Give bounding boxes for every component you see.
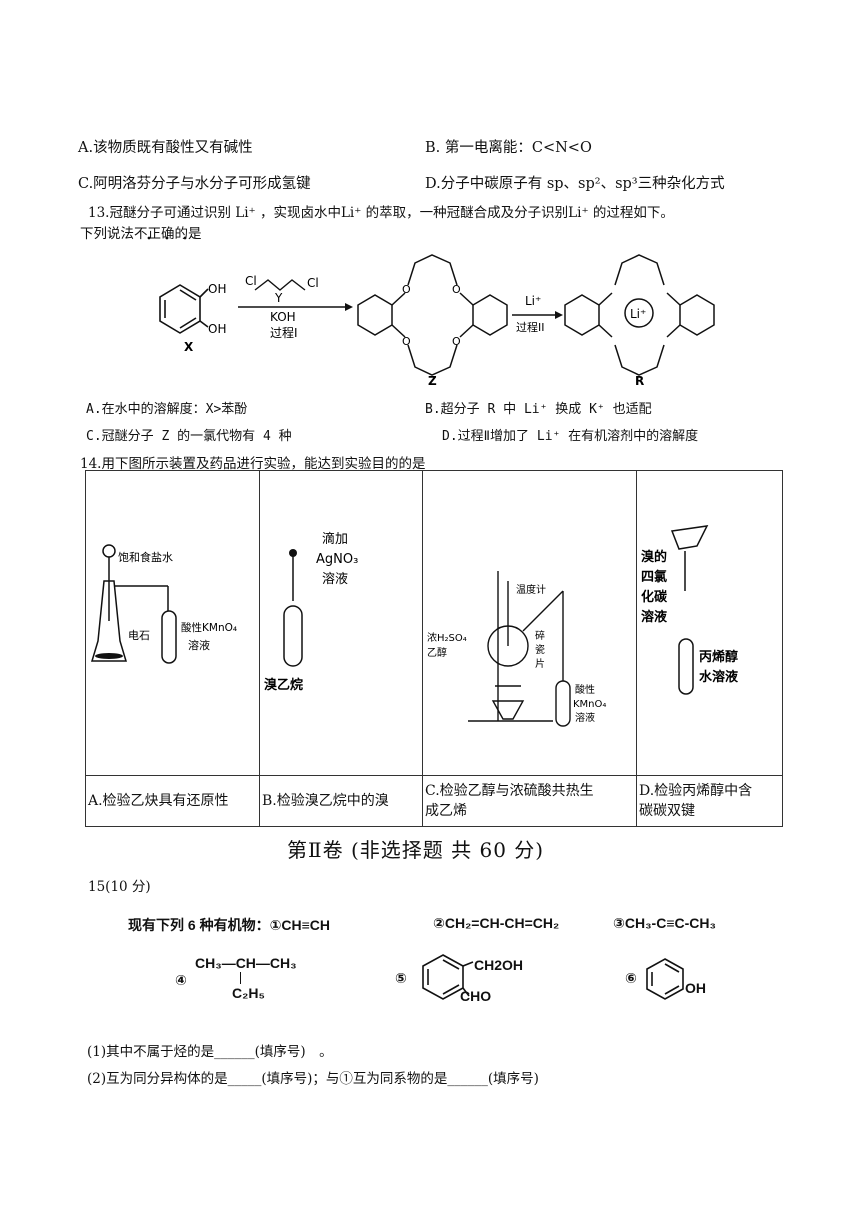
compound-3: ③CH₃-C≡C-CH₃ bbox=[613, 915, 716, 931]
svg-text:溴的: 溴的 bbox=[641, 549, 667, 565]
q13-option-b: B.超分子 R 中 Li⁺ 换成 K⁺ 也适配 bbox=[425, 402, 652, 417]
compound-r-structure bbox=[564, 254, 715, 376]
svg-text:浓H₂SO₄: 浓H₂SO₄ bbox=[427, 632, 467, 644]
caption-b: B.检验溴乙烷中的溴 bbox=[259, 775, 423, 827]
q13-stem-2: 下列说法不正确的是 bbox=[80, 226, 202, 242]
svg-text:Cl: Cl bbox=[307, 276, 319, 290]
apparatus-a: 饱和食盐水 电石 酸性KMnO₄ 溶液 bbox=[85, 470, 260, 776]
svg-text:过程I: 过程I bbox=[270, 325, 298, 340]
apparatus-b: 滴加 AgNO₃ 溶液 溴乙烷 bbox=[259, 470, 423, 776]
compound-z-structure bbox=[357, 254, 508, 376]
svg-text:Z: Z bbox=[428, 374, 437, 388]
q13-option-a: A.在水中的溶解度：X>苯酚 bbox=[86, 402, 248, 417]
svg-text:酸性: 酸性 bbox=[575, 683, 595, 696]
compound-4: CH₃—CH—CH₃ bbox=[195, 955, 297, 971]
compound-x-structure bbox=[159, 284, 209, 334]
compound-5-sub2: CHO bbox=[460, 988, 492, 1004]
compound-6-sub: OH bbox=[685, 980, 706, 996]
svg-text:X: X bbox=[184, 340, 194, 354]
q13-option-d: D.过程Ⅱ增加了 Li⁺ 在有机溶剂中的溶解度 bbox=[442, 429, 699, 444]
svg-text:滴加: 滴加 bbox=[322, 531, 348, 547]
compound-1: 现有下列 6 种有机物：①CH≡CH bbox=[128, 917, 331, 933]
svg-text:AgNO₃: AgNO₃ bbox=[316, 552, 358, 567]
section-title: 第Ⅱ卷 (非选择题 共 60 分) bbox=[287, 838, 545, 862]
svg-text:溶液: 溶液 bbox=[575, 711, 595, 724]
svg-text:温度计: 温度计 bbox=[516, 583, 546, 596]
q12-option-a: A.该物质既有酸性又有碱性 bbox=[78, 140, 253, 156]
benzene-ring-5 bbox=[422, 954, 474, 1000]
svg-text:O: O bbox=[402, 283, 411, 296]
svg-text:OH: OH bbox=[208, 322, 226, 336]
svg-text:乙醇: 乙醇 bbox=[427, 646, 447, 659]
svg-text:水溶液: 水溶液 bbox=[699, 669, 738, 685]
svg-text:碎: 碎 bbox=[535, 629, 545, 642]
emphasis-dots bbox=[147, 236, 187, 240]
svg-text:溶液: 溶液 bbox=[322, 572, 348, 587]
caption-a: A.检验乙炔具有还原性 bbox=[85, 775, 260, 827]
svg-text:KOH: KOH bbox=[270, 310, 296, 324]
q12-option-c: C.阿明洛芬分子与水分子可形成氢键 bbox=[78, 176, 311, 192]
svg-text:过程II: 过程II bbox=[516, 321, 545, 334]
bond-line bbox=[240, 972, 241, 984]
svg-text:溶液: 溶液 bbox=[641, 609, 667, 625]
compound-5-num: ⑤ bbox=[395, 970, 407, 986]
crown-ether-scheme: OH OH X Cl Cl Y KOH 过程I O O O O Z Li⁺ 过程… bbox=[159, 254, 715, 388]
q12-option-d: D.分子中碳原子有 sp、sp²、sp³三种杂化方式 bbox=[425, 176, 725, 192]
benzene-ring-6 bbox=[646, 958, 684, 1000]
q15-label: 15(10 分) bbox=[88, 879, 151, 895]
svg-text:Cl: Cl bbox=[245, 274, 257, 288]
q14-stem: 14.用下图所示装置及药品进行实验，能达到实验目的的是 bbox=[80, 456, 426, 472]
svg-text:电石: 电石 bbox=[128, 629, 150, 642]
svg-text:酸性KMnO₄: 酸性KMnO₄ bbox=[181, 621, 237, 634]
svg-text:Li⁺: Li⁺ bbox=[630, 307, 646, 321]
svg-text:片: 片 bbox=[535, 657, 545, 670]
q13-stem: 13.冠醚分子可通过识别 Li⁺ ，实现卤水中Li⁺ 的萃取，一种冠醚合成及分子… bbox=[88, 205, 674, 221]
svg-text:R: R bbox=[635, 374, 644, 388]
svg-text:四氯: 四氯 bbox=[641, 569, 667, 585]
svg-text:Y: Y bbox=[274, 291, 283, 305]
compound-2: ②CH₂=CH-CH=CH₂ bbox=[433, 915, 560, 931]
svg-text:KMnO₄: KMnO₄ bbox=[573, 699, 606, 710]
compound-5-sub1: CH2OH bbox=[474, 957, 524, 973]
q15-part-1: (1)其中不属于烃的是______(填序号) 。 bbox=[87, 1044, 333, 1060]
svg-text:化碳: 化碳 bbox=[641, 589, 668, 605]
compound-4-sub: C₂H₅ bbox=[232, 985, 265, 1001]
q12-option-b: B. 第一电离能：C<N<O bbox=[425, 140, 592, 156]
experiment-table: 饱和食盐水 电石 酸性KMnO₄ 溶液 滴加 AgNO₃ 溶液 溴乙烷 bbox=[85, 470, 783, 827]
dichloropropane-structure bbox=[254, 279, 306, 291]
compound-6-num: ⑥ bbox=[625, 970, 637, 986]
compound-4-num: ④ bbox=[175, 972, 187, 988]
caption-d: D.检验丙烯醇中含碳碳双键 bbox=[636, 775, 783, 827]
svg-text:O: O bbox=[452, 283, 461, 296]
svg-text:O: O bbox=[402, 335, 411, 348]
caption-c: C.检验乙醇与浓硫酸共热生成乙烯 bbox=[422, 775, 637, 827]
svg-text:O: O bbox=[452, 335, 461, 348]
q13-option-c: C.冠醚分子 Z 的一氯代物有 4 种 bbox=[86, 429, 292, 444]
svg-text:溶液: 溶液 bbox=[188, 638, 210, 652]
svg-text:丙烯醇: 丙烯醇 bbox=[699, 649, 738, 665]
svg-text:Li⁺: Li⁺ bbox=[525, 294, 541, 308]
q15-part-2: (2)互为同分异构体的是_____(填序号)；与①互为同系物的是______(填… bbox=[87, 1071, 539, 1087]
apparatus-c: 温度计 浓H₂SO₄ 乙醇 碎 瓷 片 酸性 KMnO₄ 溶液 bbox=[422, 470, 637, 776]
svg-text:溴乙烷: 溴乙烷 bbox=[264, 677, 303, 693]
svg-text:瓷: 瓷 bbox=[535, 643, 545, 656]
svg-text:OH: OH bbox=[208, 282, 226, 296]
apparatus-d: 溴的 四氯 化碳 溶液 丙烯醇 水溶液 bbox=[636, 470, 783, 776]
svg-text:饱和食盐水: 饱和食盐水 bbox=[118, 550, 173, 564]
